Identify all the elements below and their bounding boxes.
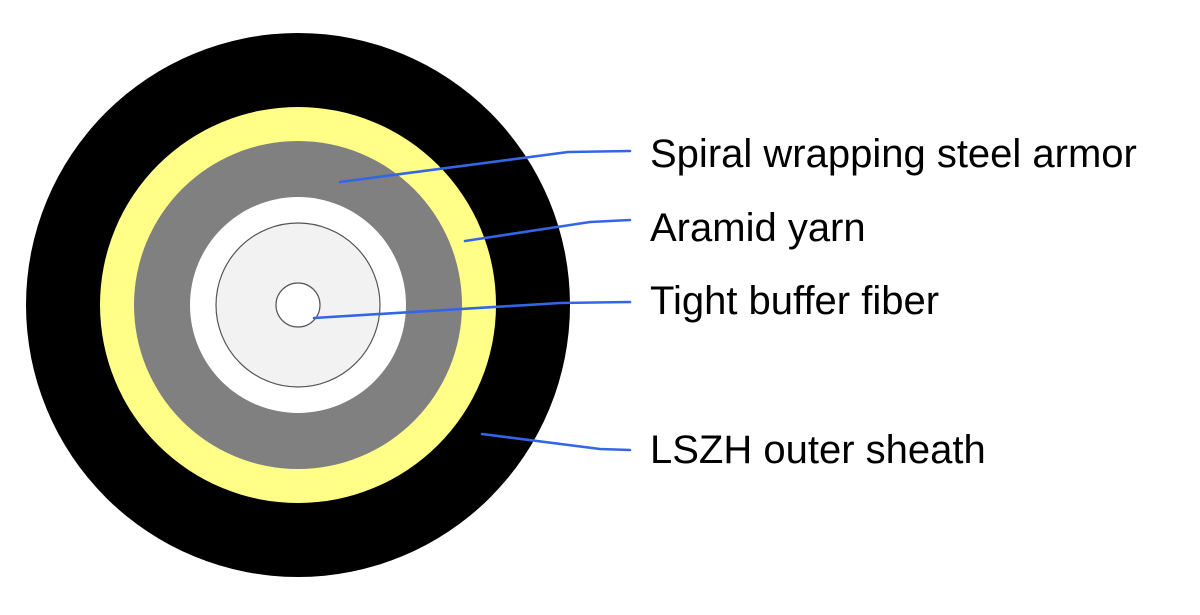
cable-layers [26, 33, 570, 577]
aramid-yarn-label: Aramid yarn [650, 206, 866, 250]
tight-buffer-label: Tight buffer fiber [650, 279, 939, 323]
leader-lines [312, 149, 632, 452]
steel-armor-leader-line [338, 149, 632, 184]
outer-sheath-label: LSZH outer sheath [650, 428, 986, 472]
steel-armor-label: Spiral wrapping steel armor [650, 132, 1137, 176]
fiber-core [275, 282, 321, 328]
outer-sheath-leader-line [480, 432, 632, 452]
tight-buffer-leader-line [312, 300, 632, 320]
layer-labels: Spiral wrapping steel armor Aramid yarn … [650, 132, 1137, 472]
aramid-yarn-leader-line [463, 218, 632, 243]
